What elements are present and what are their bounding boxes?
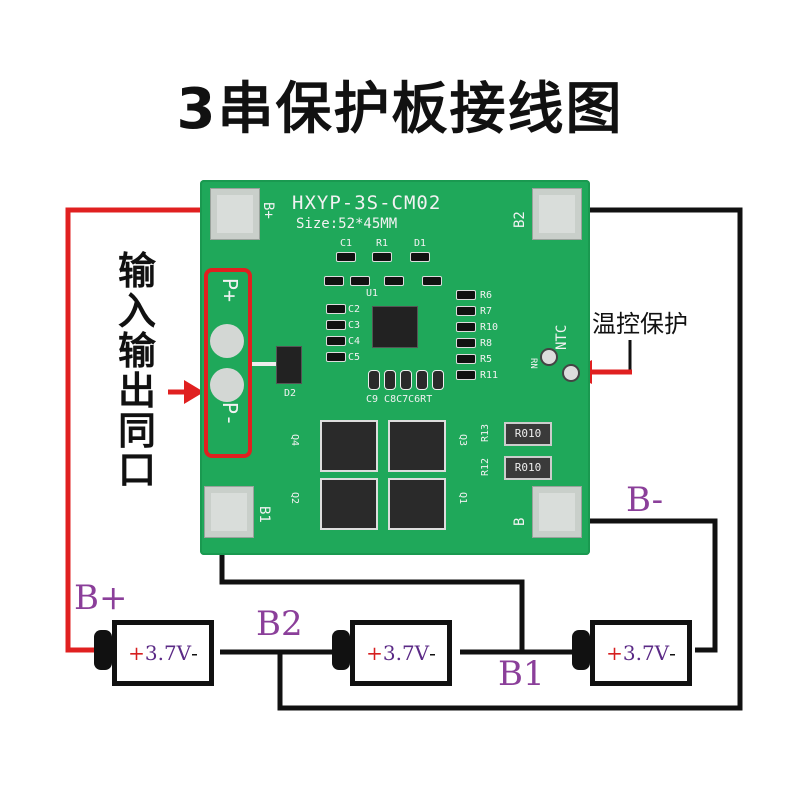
label-ntc: NTC [554,324,570,350]
comp-r10 [456,322,476,332]
diode-d2 [276,346,302,384]
cell-3-minus: - [669,641,676,665]
comp-r2b [422,276,442,286]
label-q2: Q2 [289,492,300,505]
chip-u1 [372,306,418,348]
page-title: 3串保护板接线图 [176,77,624,142]
label-c3: C3 [348,320,361,331]
wire-label-b-plus: B+ [74,578,128,618]
label-r10: R10 [480,322,499,333]
cell-1-voltage: 3.7V [144,641,192,665]
shunt-r13: R010 [504,422,552,446]
mosfet-q3 [388,420,446,472]
pad-b-plus [210,188,260,240]
label-r8: R8 [480,338,493,349]
board-model: HXYP-3S-CM02 [292,192,442,214]
mosfet-q4 [320,420,378,472]
p-plus-hole [210,324,244,358]
label-bottom-caps: C9 C8C7C6RT [366,394,433,405]
label-pad-b-plus: B+ [260,202,276,219]
pcb-board: B+ B2 B1 B HXYP-3S-CM02 Size:52*45MM P+ … [200,180,590,555]
cell-3-voltage: 3.7V [622,641,670,665]
cell-2-plus: + [366,641,383,665]
p-minus-hole [210,368,244,402]
cell-2-minus: - [429,641,436,665]
io-arrow-head [184,380,204,404]
pad-b [532,486,582,538]
label-q4: Q4 [289,434,300,447]
comp-c4 [326,336,346,346]
io-port-text: 输入输出同口 [118,249,157,493]
comp-r11 [456,370,476,380]
comp-d1 [410,252,430,262]
label-pad-b1: B1 [256,506,272,523]
comp-r1 [372,252,392,262]
label-p-minus: P- [218,402,242,427]
comp-c9 [368,370,380,390]
label-c5: C5 [348,352,361,363]
label-d1: D1 [414,238,427,249]
label-c1: C1 [340,238,353,249]
battery-cell-3: +3.7V- [590,620,692,686]
battery-cell-2: +3.7V- [350,620,452,686]
cell-3-cap [572,630,590,670]
comp-c5 [326,352,346,362]
comp-c6 [416,370,428,390]
ntc-terminal-2 [562,364,580,382]
comp-r5 [456,354,476,364]
label-r1: R1 [376,238,389,249]
wire-b-minus [555,518,718,653]
shunt-r12: R010 [504,456,552,480]
comp-c3 [326,320,346,330]
wire-label-b1: B1 [498,654,545,694]
label-u1: U1 [366,288,379,299]
trace-p [252,362,278,366]
ntc-terminal-1 [540,348,558,366]
label-r5: R5 [480,354,493,365]
label-q3: Q3 [457,434,468,447]
label-pad-b: B [512,517,528,526]
temp-protect-label: 温控保护 [592,310,688,338]
wire-b-plus [65,207,232,653]
battery-cell-1: +3.7V- [112,620,214,686]
cell-2-voltage: 3.7V [382,641,430,665]
comp-r2a [384,276,404,286]
label-c4: C4 [348,336,361,347]
label-r12: R12 [480,457,491,476]
comp-r3b [350,276,370,286]
wire-label-b-minus: B- [626,480,664,520]
label-r11: R11 [480,370,499,381]
comp-c2 [326,304,346,314]
comp-r3a [324,276,344,286]
io-port-label: 输入输出同口 [112,249,162,493]
pad-b2 [532,188,582,240]
mosfet-q1 [388,478,446,530]
comp-rt [432,370,444,390]
label-rn: RN [528,358,538,369]
label-d2: D2 [284,388,297,399]
comp-r8 [456,338,476,348]
cell-2-cap [332,630,350,670]
label-r13: R13 [480,423,491,442]
comp-r7 [456,306,476,316]
cell-3-plus: + [606,641,623,665]
comp-c1 [336,252,356,262]
comp-r6 [456,290,476,300]
label-r7: R7 [480,306,493,317]
cell-1-minus: - [191,641,198,665]
wire-label-b2: B2 [256,604,303,644]
label-p-plus: P+ [218,278,242,303]
board-size: Size:52*45MM [296,216,398,232]
mosfet-q2 [320,478,378,530]
label-pad-b2: B2 [512,211,528,228]
label-c2: C2 [348,304,361,315]
cell-1-plus: + [128,641,145,665]
cell-1-cap [94,630,112,670]
io-port-outline [204,268,252,458]
comp-c8 [384,370,396,390]
label-r6: R6 [480,290,493,301]
label-q1: Q1 [457,492,468,505]
pad-b1 [204,486,254,538]
comp-c7 [400,370,412,390]
